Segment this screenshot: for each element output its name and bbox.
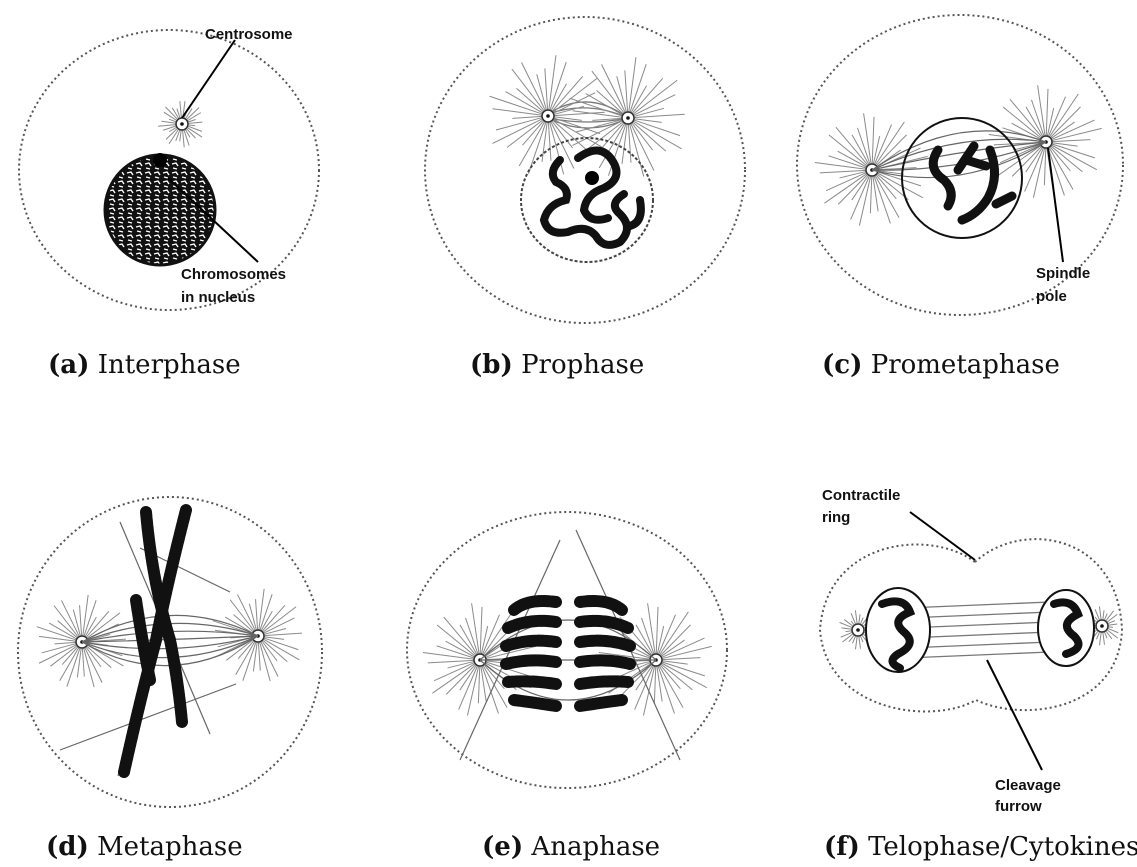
cell-membrane — [425, 17, 745, 323]
contractile-ring-pointer — [910, 512, 975, 560]
cleavage-label: Cleavage — [995, 777, 1061, 794]
panel-a-interphase: Centrosome Chromosomes in nucleus — [19, 26, 319, 310]
nucleus-label: in nucleus — [181, 289, 255, 306]
centrosome-icon — [158, 101, 202, 147]
centrosome-right-icon — [570, 57, 685, 176]
nucleolus — [153, 153, 167, 167]
panel-f-telophase: Contractile ring Cleavage furrow — [820, 487, 1122, 815]
caption-b: (b) Prophase — [470, 350, 644, 380]
caption-c: (c) Prometaphase — [822, 350, 1060, 380]
centrosome-pointer — [182, 40, 235, 118]
caption-f: (f) Telophase/Cytokinesis — [824, 832, 1137, 862]
panel-b-prophase — [425, 17, 745, 323]
caption-d: (d) Metaphase — [46, 832, 243, 862]
caption-a: (a) Interphase — [48, 350, 241, 380]
furrow-label: furrow — [995, 798, 1042, 815]
panel-e-anaphase — [407, 512, 727, 788]
contractile-label: Contractile — [822, 487, 900, 504]
panel-d-metaphase — [18, 497, 322, 807]
panel-c-prometaphase: Spindle pole — [797, 15, 1123, 315]
spindle-label: Spindle — [1036, 265, 1090, 282]
cleavage-furrow-pointer — [987, 660, 1042, 770]
nucleolus — [585, 171, 599, 185]
centrosome-label: Centrosome — [205, 26, 293, 43]
pole-label: pole — [1036, 288, 1067, 305]
spindle-pole-pointer — [1048, 148, 1063, 262]
chromosomes — [933, 146, 1012, 220]
chromosomes-label: Chromosomes — [181, 266, 286, 283]
ring-label: ring — [822, 509, 850, 526]
nucleus — [105, 155, 215, 265]
caption-e: (e) Anaphase — [482, 832, 660, 862]
chromosomes — [544, 150, 641, 244]
